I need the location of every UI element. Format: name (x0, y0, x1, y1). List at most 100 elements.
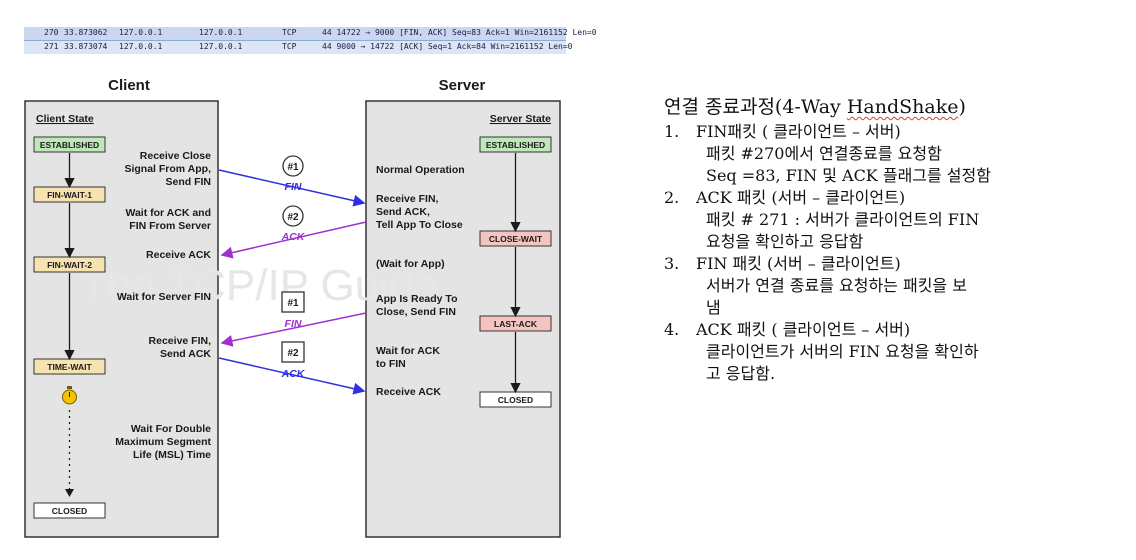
step-2-detail: 요청을 확인하고 응답함 (706, 232, 864, 251)
packet-time: 33.873062 (64, 28, 108, 37)
client-transition-arrowhead (65, 489, 74, 497)
svg-text:FIN: FIN (285, 181, 302, 193)
svg-text:FIN-WAIT-1: FIN-WAIT-1 (47, 190, 92, 200)
svg-text:Wait For Double: Wait For Double (131, 423, 211, 435)
server-state-header: Server State (490, 113, 551, 125)
client-panel (24, 100, 219, 538)
message-arrow-ack-server-to-client (220, 221, 367, 259)
packet-dst: 127.0.0.1 (199, 28, 243, 37)
server-title: Server (439, 77, 486, 94)
client-state-header: Client State (36, 113, 94, 125)
server-action-wait-for-app: (Wait for App) (376, 258, 445, 270)
step-2-heading: 2.ACK 패킷 (서버 – 클라이언트) (664, 188, 906, 207)
watermark: The TCP/IP Guide (80, 261, 438, 310)
message-marker-2: #2 ACK (281, 205, 306, 243)
svg-text:CLOSE-WAIT: CLOSE-WAIT (489, 234, 543, 244)
svg-text:#1: #1 (287, 162, 299, 173)
step-1-detail: 패킷 #270에서 연결종료를 요청함 (706, 144, 942, 163)
client-action-wait-ack-fin: Wait for ACK and FIN From Server (125, 207, 211, 232)
stopwatch-icon (62, 386, 77, 405)
svg-text:FIN: FIN (285, 318, 302, 330)
message-marker-1: #1 FIN (282, 155, 304, 193)
packet-src: 127.0.0.1 (119, 28, 163, 37)
message-marker-4: #2 ACK (281, 341, 306, 380)
svg-text:Receive Close: Receive Close (140, 150, 211, 162)
packet-row-270[interactable]: 270 33.873062 127.0.0.1 127.0.0.1 TCP 44… (24, 27, 597, 41)
packet-time: 33.873074 (64, 42, 108, 51)
svg-text:ESTABLISHED: ESTABLISHED (486, 140, 545, 150)
packet-info: 44 14722 → 9000 [FIN, ACK] Seq=83 Ack=1 … (322, 28, 597, 37)
client-state-time-wait: TIME-WAIT (33, 358, 106, 375)
client-action-wait-server-fin: Wait for Server FIN (117, 291, 211, 303)
explanation-panel: 연결 종료과정(4-Way HandShake) 1.FIN패킷 ( 클라이언트… (664, 92, 1124, 385)
server-action-receive-fin: Receive FIN, Send ACK, Tell App To Close (376, 193, 463, 231)
step-3-heading: 3.FIN 패킷 (서버 – 클라이언트) (664, 254, 901, 273)
svg-text:ACK: ACK (281, 231, 306, 243)
tcp-close-diagram: Client Server The TCP/IP Guide Client St… (24, 77, 561, 538)
step-2-detail: 패킷 # 271 : 서버가 클라이언트의 FIN (706, 210, 980, 229)
client-title: Client (108, 77, 150, 94)
svg-text:Send FIN: Send FIN (165, 176, 211, 188)
server-state-close-wait: CLOSE-WAIT (479, 230, 552, 247)
step-3-detail: 냄 (706, 298, 721, 317)
svg-text:CLOSED: CLOSED (498, 395, 533, 405)
svg-text:to FIN: to FIN (376, 358, 406, 370)
svg-text:ESTABLISHED: ESTABLISHED (40, 140, 99, 150)
svg-text:Wait for ACK: Wait for ACK (376, 345, 440, 357)
packet-proto: TCP (282, 42, 297, 51)
svg-text:Close, Send FIN: Close, Send FIN (376, 306, 456, 318)
message-marker-3: #1 FIN (281, 291, 305, 330)
client-state-fin-wait-1: FIN-WAIT-1 (33, 186, 106, 203)
step-1-detail: Seq =83, FIN 및 ACK 플래그를 설정함 (706, 166, 991, 185)
client-action-receive-fin-send-ack: Receive FIN, Send ACK (149, 335, 212, 360)
server-action-wait-ack: Wait for ACK to FIN (376, 345, 440, 370)
message-arrow-fin-client-to-server (218, 169, 366, 207)
client-state-closed: CLOSED (33, 502, 106, 519)
svg-text:CLOSED: CLOSED (52, 506, 87, 516)
client-state-established: ESTABLISHED (33, 136, 106, 153)
packet-dst: 127.0.0.1 (199, 42, 243, 51)
server-action-receive-ack: Receive ACK (376, 386, 441, 398)
svg-text:Receive FIN,: Receive FIN, (149, 335, 212, 347)
step-4-detail: 클라이언트가 서버의 FIN 요청을 확인하 (706, 342, 979, 361)
svg-text:Signal From App,: Signal From App, (124, 163, 211, 175)
step-4-heading: 4.ACK 패킷 ( 클라이언트 – 서버) (664, 320, 911, 339)
packet-proto: TCP (282, 28, 297, 37)
server-state-closed: CLOSED (479, 391, 552, 408)
svg-text:#2: #2 (287, 348, 299, 359)
message-arrow-fin-server-to-client (220, 312, 367, 347)
svg-text:ACK: ACK (281, 368, 306, 380)
svg-text:LAST-ACK: LAST-ACK (494, 319, 538, 329)
svg-text:App Is Ready To: App Is Ready To (376, 293, 457, 305)
svg-text:TIME-WAIT: TIME-WAIT (47, 362, 92, 372)
explanation-title: 연결 종료과정(4-Way HandShake) (664, 96, 966, 118)
svg-text:FIN From Server: FIN From Server (129, 220, 211, 232)
packet-no: 271 (44, 42, 59, 51)
svg-text:#1: #1 (287, 298, 299, 309)
client-action-wait-msl: Wait For Double Maximum Segment Life (MS… (115, 423, 211, 461)
client-action-receive-close: Receive Close Signal From App, Send FIN (124, 150, 211, 188)
svg-text:Send ACK: Send ACK (160, 348, 211, 360)
packet-info: 44 9000 → 14722 [ACK] Seq=1 Ack=84 Win=2… (322, 42, 573, 51)
svg-text:Life (MSL) Time: Life (MSL) Time (133, 449, 211, 461)
client-state-fin-wait-2: FIN-WAIT-2 (33, 256, 106, 273)
server-action-app-ready: App Is Ready To Close, Send FIN (376, 293, 457, 318)
svg-text:Receive FIN,: Receive FIN, (376, 193, 439, 205)
svg-text:#2: #2 (287, 212, 299, 223)
step-1-heading: 1.FIN패킷 ( 클라이언트 – 서버) (664, 122, 901, 141)
step-3-detail: 서버가 연결 종료를 요청하는 패킷을 보 (706, 276, 967, 295)
svg-text:Tell App To Close: Tell App To Close (376, 219, 463, 231)
server-state-established: ESTABLISHED (479, 136, 552, 153)
packet-row-271[interactable]: 271 33.873074 127.0.0.1 127.0.0.1 TCP 44… (24, 41, 572, 54)
message-arrow-ack-client-to-server (218, 357, 366, 395)
client-action-receive-ack: Receive ACK (146, 249, 211, 261)
svg-text:Wait for ACK and: Wait for ACK and (125, 207, 211, 219)
server-state-last-ack: LAST-ACK (479, 315, 552, 332)
svg-text:FIN-WAIT-2: FIN-WAIT-2 (47, 260, 92, 270)
svg-text:Send ACK,: Send ACK, (376, 206, 430, 218)
step-4-detail: 고 응답함. (706, 364, 776, 383)
packet-no: 270 (44, 28, 59, 37)
svg-text:Maximum Segment: Maximum Segment (115, 436, 211, 448)
server-action-normal-operation: Normal Operation (376, 164, 465, 176)
packet-src: 127.0.0.1 (119, 42, 163, 51)
